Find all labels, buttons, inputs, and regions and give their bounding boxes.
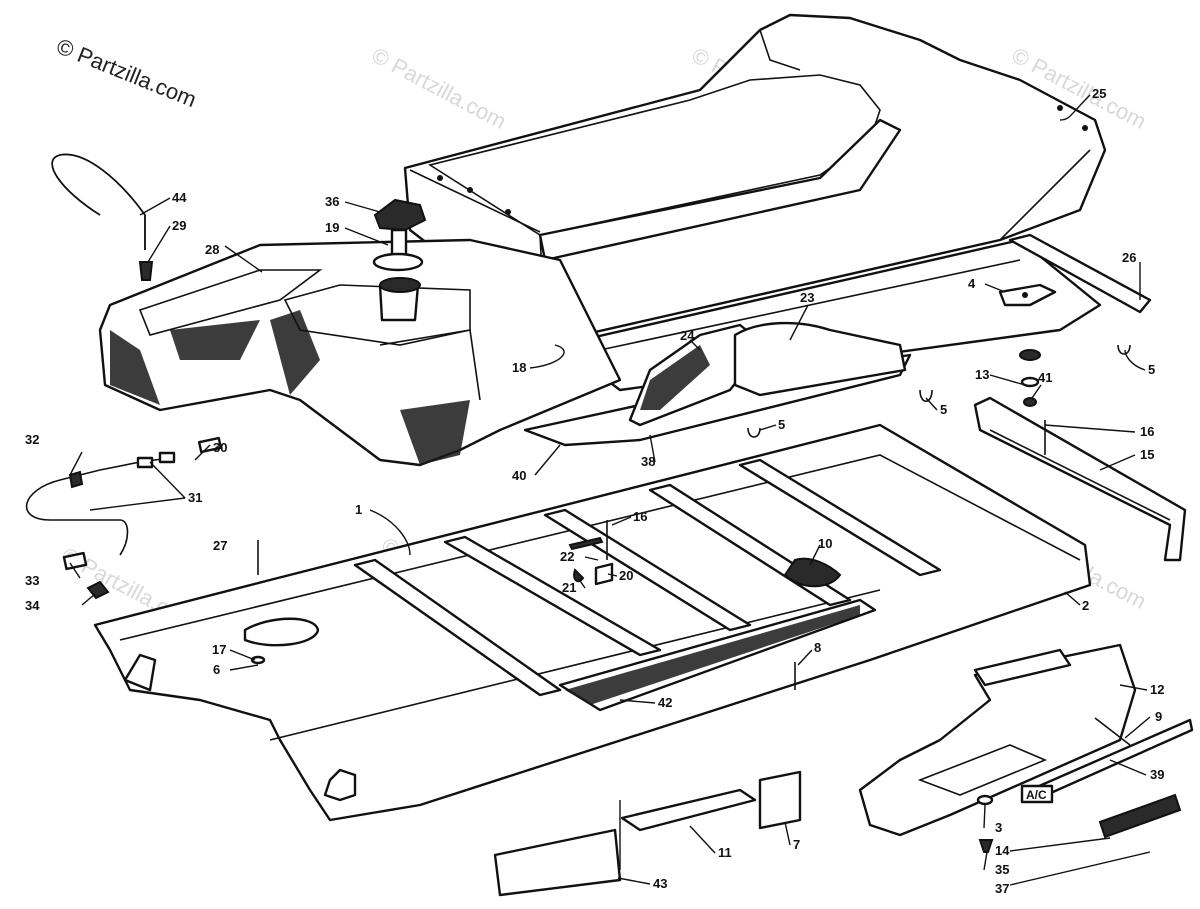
callout-40: 40: [512, 468, 526, 483]
callout-38: 38: [641, 454, 655, 469]
callout-39: 39: [1150, 767, 1164, 782]
callout-20: 20: [619, 568, 633, 583]
rear-rail: [973, 396, 1187, 562]
callout-4: 4: [968, 276, 976, 291]
callout-24: 24: [680, 328, 695, 343]
callout-2: 2: [1082, 598, 1089, 613]
callout-18: 18: [512, 360, 526, 375]
callout-17: 17: [212, 642, 226, 657]
bracket: [998, 283, 1057, 307]
running-board: [523, 321, 912, 447]
callout-30: 30: [213, 440, 227, 455]
callout-7: 7: [793, 837, 800, 852]
callout-13: 13: [975, 367, 989, 382]
callout-22: 22: [560, 549, 574, 564]
callout-11: 11: [718, 845, 732, 860]
decal-text: A/C: [1026, 788, 1047, 802]
callout-44: 44: [172, 190, 187, 205]
runner: [1008, 233, 1152, 314]
callout-41: 41: [1038, 370, 1052, 385]
callout-8: 8: [814, 640, 821, 655]
callout-5: 5: [1148, 362, 1155, 377]
callout-25: 25: [1092, 86, 1106, 101]
hardware: [250, 344, 1131, 853]
callout-36: 36: [325, 194, 339, 209]
callout-27: 27: [213, 538, 227, 553]
leader-lines: [69, 94, 1151, 886]
callout-12: 12: [1150, 682, 1164, 697]
callout-31: 31: [188, 490, 202, 505]
callout-26: 26: [1122, 250, 1136, 265]
callout-29: 29: [172, 218, 186, 233]
callout-15: 15: [1140, 447, 1154, 462]
callout-14: 14: [995, 843, 1010, 858]
callout-33: 33: [25, 573, 39, 588]
callout-37: 37: [995, 881, 1009, 896]
vent-hose: [51, 153, 154, 281]
copyright-text: © Partzilla.com: [53, 33, 200, 112]
callout-10: 10: [818, 536, 832, 551]
callout-16: 16: [1140, 424, 1154, 439]
washer-stack: [1019, 349, 1041, 407]
fuel-cap: [372, 198, 427, 322]
callouts: 44 29 28 36 19 18 23 24 25 26 4 5 13 41 …: [25, 86, 1164, 896]
small-brackets: [493, 770, 802, 897]
callout-34: 34: [25, 598, 40, 613]
watermark-text: © Partzilla.com: [368, 42, 511, 134]
callout-32: 32: [25, 432, 39, 447]
callout-9: 9: [1155, 709, 1162, 724]
callout-3: 3: [995, 820, 1002, 835]
callout-28: 28: [205, 242, 219, 257]
side-panel: A/C: [858, 643, 1194, 839]
callout-16: 16: [633, 509, 647, 524]
callout-35: 35: [995, 862, 1009, 877]
chassis-tunnel: [93, 423, 1092, 822]
fuel-tank: [98, 238, 622, 467]
callout-43: 43: [653, 876, 667, 891]
callout-6: 6: [213, 662, 220, 677]
callout-21: 21: [562, 580, 576, 595]
callout-42: 42: [658, 695, 672, 710]
callout-1: 1: [355, 502, 362, 517]
callout-23: 23: [800, 290, 814, 305]
callout-19: 19: [325, 220, 339, 235]
callout-5: 5: [778, 417, 785, 432]
callout-5: 5: [940, 402, 947, 417]
